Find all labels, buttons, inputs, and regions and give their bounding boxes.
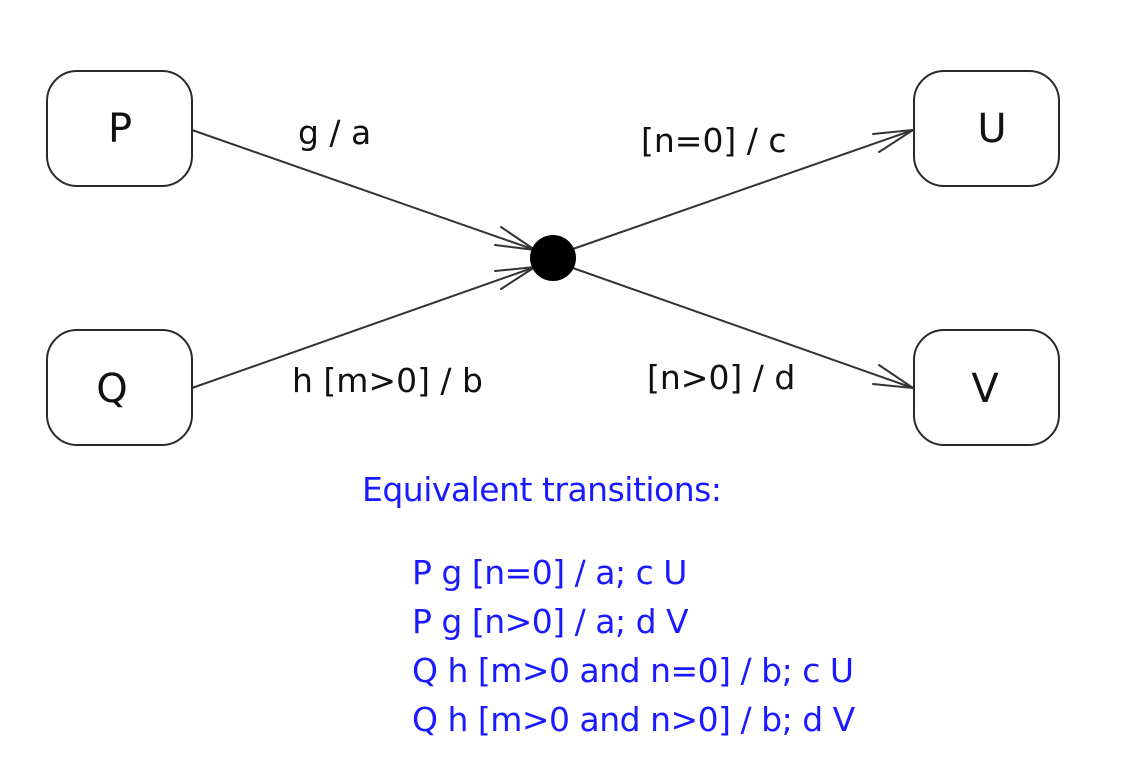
state-p: P: [46, 70, 193, 187]
state-u: U: [913, 70, 1060, 187]
state-u-box: [913, 70, 1060, 187]
junction-point: [530, 235, 576, 281]
state-q-box: [46, 329, 193, 446]
label-p-to-junction: g / a: [298, 113, 371, 152]
label-junction-to-v: [n>0] / d: [647, 358, 795, 397]
state-q: Q: [46, 329, 193, 446]
state-v-box: [913, 329, 1060, 446]
state-p-label: P: [108, 106, 132, 152]
state-v: V: [913, 329, 1060, 446]
edge-junction-to-u: [569, 129, 914, 251]
state-p-box: [46, 70, 193, 187]
state-q-label: Q: [96, 366, 127, 412]
edge-junction-to-v: [569, 266, 914, 389]
label-q-to-junction: h [m>0] / b: [292, 361, 483, 400]
label-junction-to-u: [n=0] / c: [641, 121, 787, 160]
state-v-label: V: [971, 366, 999, 412]
state-u-label: U: [977, 106, 1006, 152]
edge-q-to-junction: [191, 266, 536, 389]
edge-p-to-junction: [191, 129, 536, 251]
